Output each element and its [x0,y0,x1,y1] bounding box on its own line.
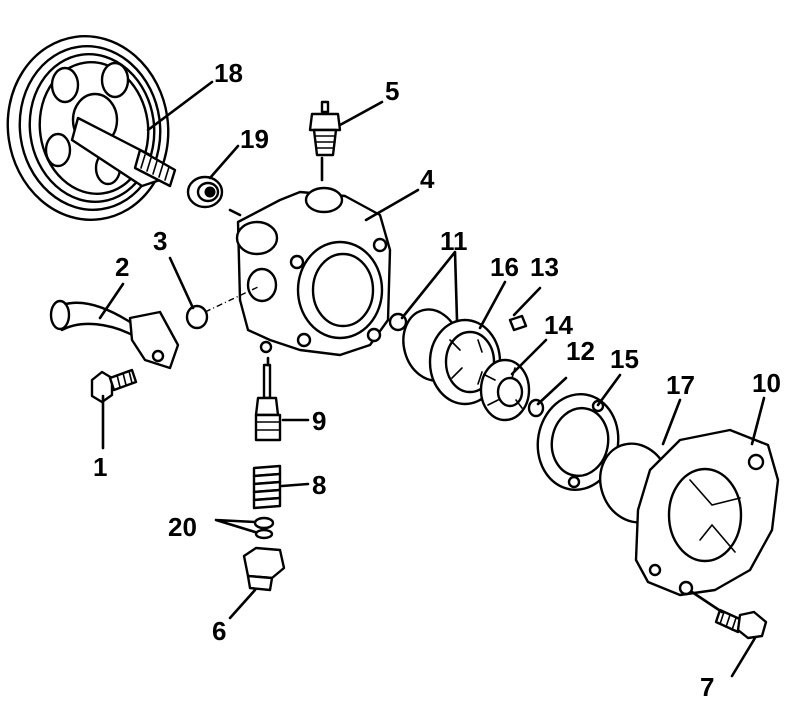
callout-5: 5 [385,76,399,106]
callout-11: 11 [440,226,468,256]
alignment-line [204,286,259,313]
leader-12 [536,376,568,406]
leader-2 [98,282,125,320]
callout-12: 12 [566,336,595,366]
cover-bolt-part [714,608,768,640]
leader-15 [596,373,622,407]
pulley-shaft-part [70,116,177,188]
leader-18 [146,80,214,132]
leader-19b [228,208,242,217]
rotor-part [479,358,531,422]
key-part [508,314,528,332]
leader-6 [228,588,257,620]
callout-18: 18 [214,58,243,88]
bearing-part [186,175,224,209]
leader-7 [730,636,757,678]
callout-19: 19 [240,124,269,154]
callout-7: 7 [700,672,714,702]
callout-9: 9 [312,406,326,436]
leader-3 [168,256,195,310]
callout-4: 4 [420,164,435,194]
leader-19 [208,144,240,180]
o-ring-part [185,304,209,330]
callout-1: 1 [93,452,107,482]
leader-13 [512,286,542,317]
callout-2: 2 [115,252,129,282]
spring-part [252,464,282,510]
callout-3: 3 [153,226,167,256]
callout-6: 6 [212,616,226,646]
leader-4 [364,188,420,222]
leader-8 [280,482,310,488]
leader-20 [214,518,257,534]
leader-17 [661,398,682,446]
pressure-fitting-part [308,100,342,157]
suction-pipe-part [49,299,180,370]
pump-body-part [235,186,392,357]
plug-part [242,546,286,592]
callout-10: 10 [752,368,781,398]
small-o-ring-part [254,528,274,540]
callout-14: 14 [544,310,573,340]
leader-11 [400,250,459,322]
rear-cover-part [634,428,780,597]
pipe-bolt-part [90,368,138,404]
leader-10 [750,396,766,446]
callout-16: 16 [490,252,519,282]
callout-17: 17 [666,370,695,400]
leader-14 [510,338,548,376]
leader-16 [478,280,507,330]
callout-13: 13 [530,252,559,282]
callout-20: 20 [168,512,197,542]
callout-8: 8 [312,470,326,500]
callout-15: 15 [610,344,639,374]
small-o-ring-part [253,516,275,530]
flow-control-valve-part [254,363,282,442]
leader-7b [690,590,724,614]
leader-5 [338,100,384,127]
